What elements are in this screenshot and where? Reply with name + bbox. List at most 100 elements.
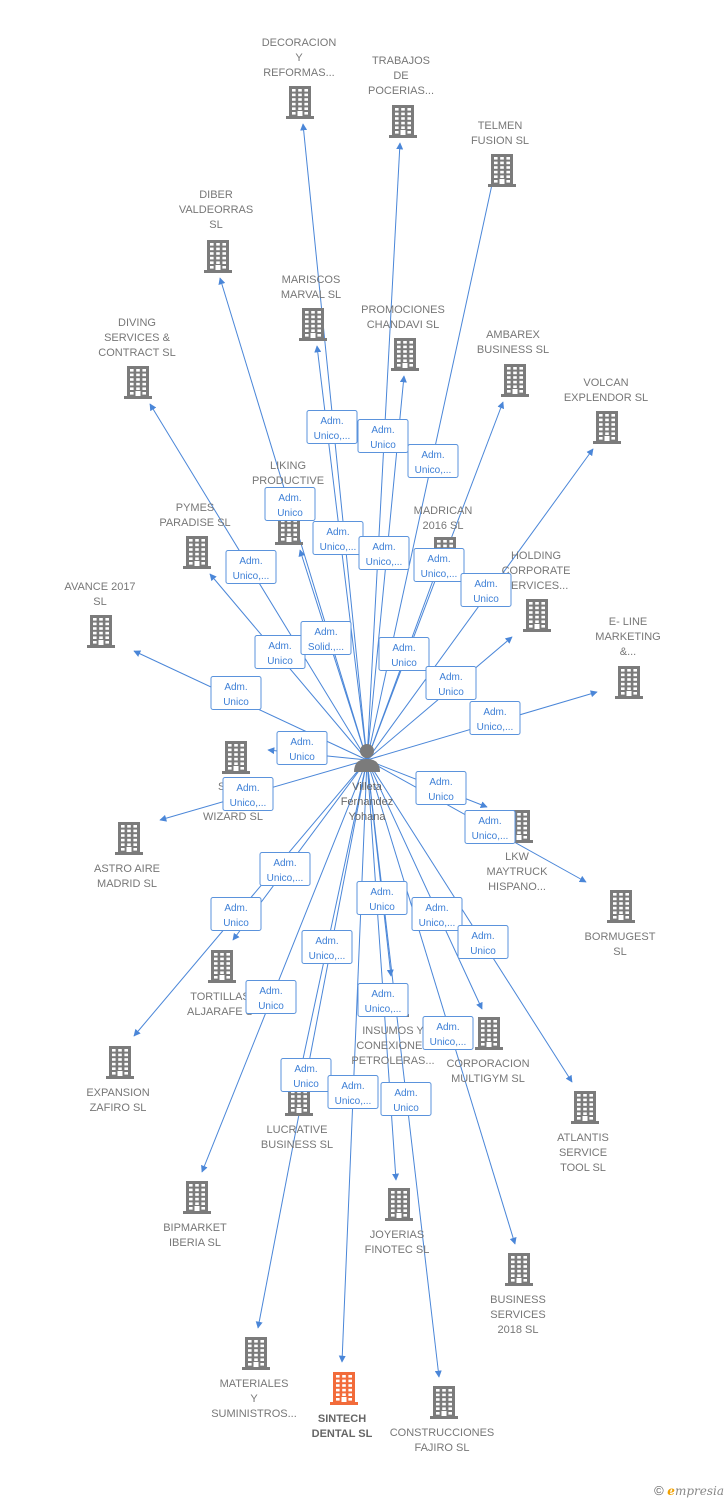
building-icon [607,890,635,923]
relation-label-avance[interactable]: Adm.Unico [210,676,262,710]
relation-label-solutech[interactable]: Adm.Unico [276,731,328,765]
relation-label-fajiro[interactable]: Adm.Unico [380,1082,432,1116]
building-icon [615,666,643,699]
building-icon [124,366,152,399]
relation-text: Adm.Unico,... [267,858,304,884]
relation-label-diber[interactable]: Adm.Unico [264,487,316,521]
building-icon [115,822,143,855]
relation-label-bipmarket[interactable]: Adm.Unico [245,980,297,1014]
relation-text: Adm.Unico [473,579,499,605]
relation-label-lucrative[interactable]: Adm.Unico,... [301,930,353,964]
relation-text: Adm.Unico [428,777,454,803]
edge-materiales [255,759,368,1329]
relation-label-holding[interactable]: Adm.Unico [425,666,477,700]
edge-multigym [366,759,483,1010]
relation-label-decoracion[interactable]: Adm.Unico,... [306,410,358,444]
relation-label-astro[interactable]: Adm.Unico,... [222,777,274,811]
relation-label-liking[interactable]: Adm.Solid.,... [300,621,352,655]
relation-label-atlantis[interactable]: Adm.Unico [457,925,509,959]
relation-text: Adm.Unico [470,931,496,957]
relation-text: Adm.Unico,... [472,816,509,842]
relation-label-expansion[interactable]: Adm.Unico [210,897,262,931]
relation-label-ambarex[interactable]: Adm.Unico,... [413,548,465,582]
relation-label-madrican[interactable]: Adm.Unico [378,637,430,671]
relation-label-trabajos[interactable]: Adm.Unico [357,419,409,453]
person-icon [354,744,380,772]
relation-text: Adm.Unico,... [335,1081,372,1107]
relation-label-insumos[interactable]: Adm.Unico [356,881,408,915]
relation-text: Adm.Unico [223,903,249,929]
edge-bipmarket [201,759,368,1173]
relation-label-volcan[interactable]: Adm.Unico [460,573,512,607]
relation-label-telmen[interactable]: Adm.Unico,... [407,444,459,478]
edge-fajiro [366,759,442,1378]
relation-text: Adm.Unico,... [366,542,403,568]
relation-label-pymes[interactable]: Adm.Unico [254,635,306,669]
relation-label-tortillas[interactable]: Adm.Unico,... [259,852,311,886]
building-icon [593,411,621,444]
building-icon [204,240,232,273]
relation-label-promociones[interactable]: Adm.Unico,... [358,536,410,570]
building-icon [385,1188,413,1221]
relation-label-sintech[interactable]: Adm.Unico,... [327,1075,379,1109]
relation-label-bormugest[interactable]: Adm.Unico,... [464,810,516,844]
relation-label-eline[interactable]: Adm.Unico,... [469,701,521,735]
relation-label-lkw[interactable]: Adm.Unico [415,771,467,805]
relation-label-mariscos[interactable]: Adm.Unico,... [312,521,364,555]
building-icon [286,86,314,119]
building-icon [242,1337,270,1370]
relation-text: Adm.Unico [438,672,464,698]
relation-label-diving[interactable]: Adm.Unico,... [225,550,277,584]
building-icon [391,338,419,371]
relation-text: Adm.Unico [391,643,417,669]
relation-label-joyerias[interactable]: Adm.Unico,... [357,983,409,1017]
relation-label-materiales[interactable]: Adm.Unico [280,1058,332,1092]
relation-text: Adm.Unico [369,887,395,913]
relation-label-multigym[interactable]: Adm.Unico,... [411,897,463,931]
relation-label-business2018[interactable]: Adm.Unico,... [422,1016,474,1050]
